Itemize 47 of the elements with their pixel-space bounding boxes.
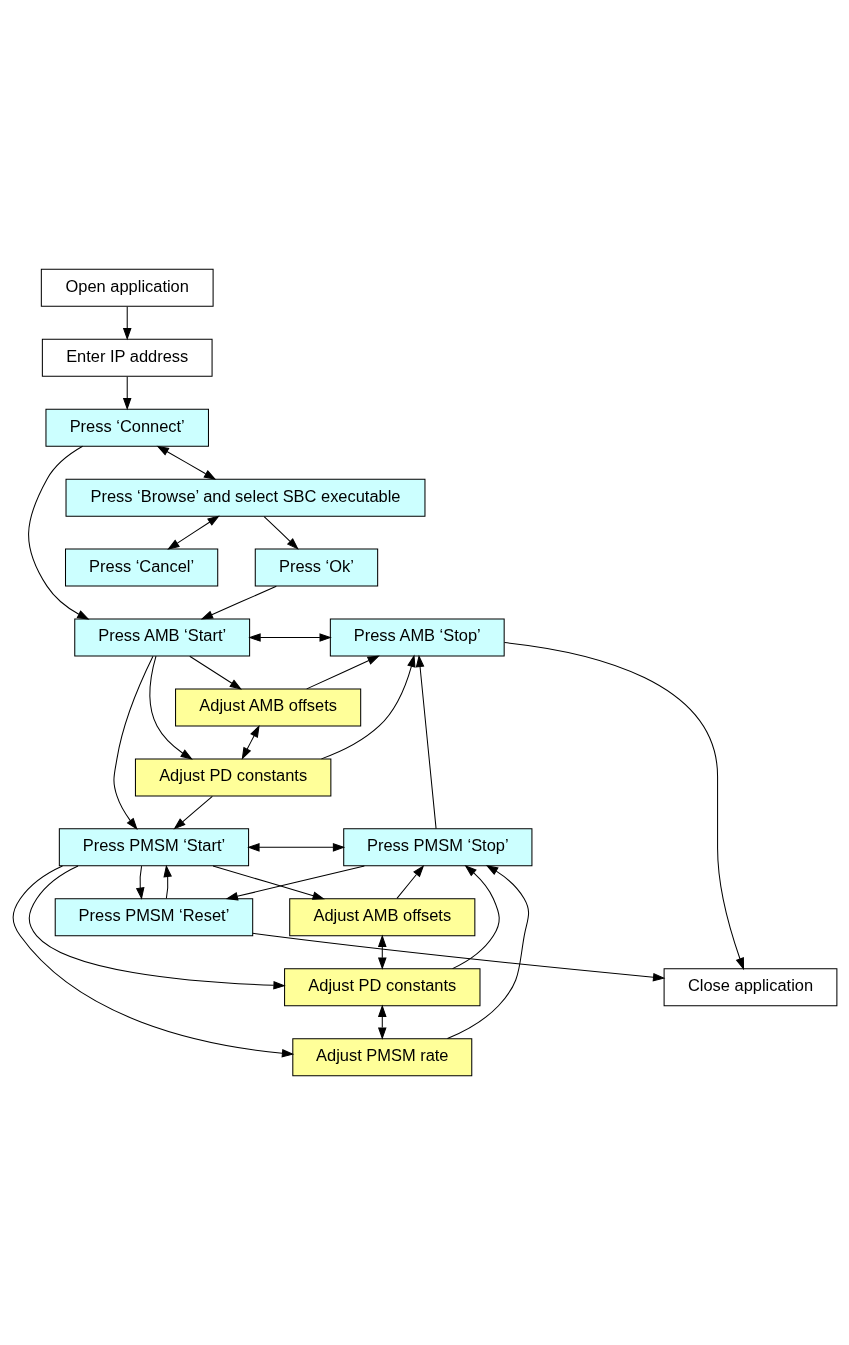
node-box: Open application (40, 268, 214, 307)
node-box: Adjust PD constants (283, 968, 480, 1007)
arrow (122, 376, 132, 411)
arrow (112, 655, 153, 830)
node-box: Press PMSM ‘Start’ (58, 828, 249, 867)
arrow (200, 585, 277, 620)
arrow (28, 865, 286, 990)
arrow (247, 633, 332, 642)
arrow (212, 865, 325, 900)
node-box: Press ‘Cancel’ (64, 548, 218, 587)
node-box: Press AMB ‘Stop’ (329, 618, 505, 657)
arrow (320, 654, 416, 760)
node-box: Adjust AMB offsets (174, 688, 361, 727)
arrow (305, 655, 380, 690)
arrow (241, 724, 260, 760)
arrow (503, 642, 744, 971)
arrow (395, 865, 424, 899)
node-box: Press ‘Ok’ (254, 548, 378, 587)
node-box: Press AMB ‘Start’ (73, 618, 250, 657)
arrow (156, 445, 216, 480)
arrow (122, 306, 132, 341)
node-box: Adjust PD constants (134, 758, 331, 797)
arrow (377, 934, 387, 970)
arrow (251, 932, 665, 982)
node-box: Press ‘Connect’ (44, 408, 209, 447)
arrow (263, 516, 299, 550)
arrow (246, 843, 345, 852)
arrow (172, 795, 213, 830)
node-box: Adjust PMSM rate (291, 1038, 472, 1077)
node-box: Enter IP address (41, 338, 213, 377)
arrow (377, 1004, 387, 1040)
node-box: Press PMSM ‘Stop’ (342, 828, 532, 867)
arrow (188, 655, 242, 690)
arrow (451, 865, 500, 970)
arrow (166, 515, 220, 550)
node-box: Adjust AMB offsets (288, 898, 475, 937)
arrow (415, 654, 437, 830)
arrow (162, 864, 172, 899)
arrow (12, 865, 294, 1058)
arrow (149, 655, 193, 760)
arrow (225, 865, 365, 901)
node-box: Press ‘Browse’ and select SBC executable (65, 478, 425, 517)
arrow (446, 865, 529, 1040)
arrow (135, 865, 144, 900)
node-box: Press PMSM ‘Reset’ (54, 898, 253, 937)
node-box: Close application (663, 968, 837, 1007)
arrow (27, 445, 90, 620)
